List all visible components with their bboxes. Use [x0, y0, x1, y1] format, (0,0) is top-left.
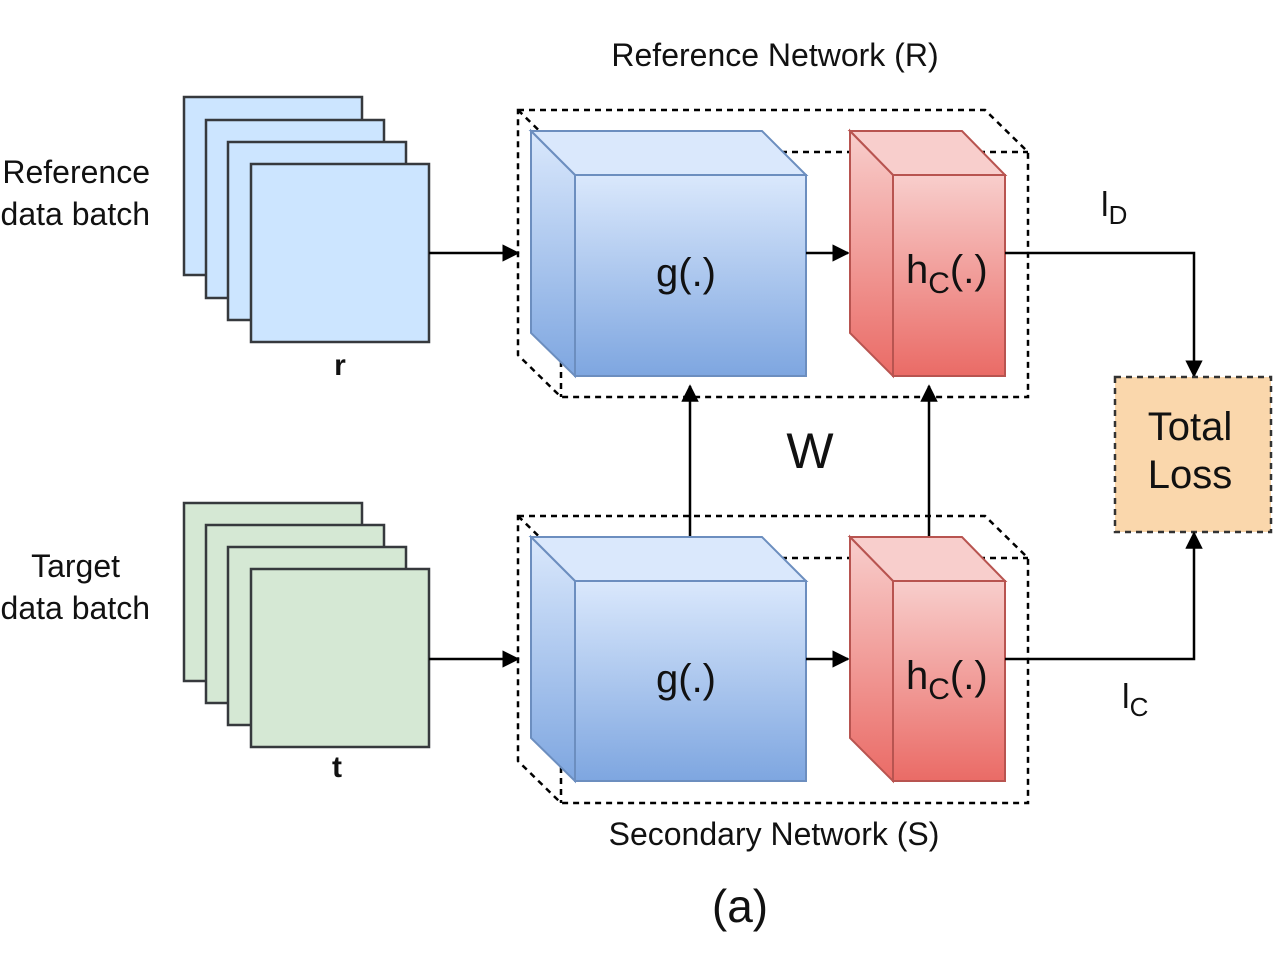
connector-lc-to-total-loss — [1005, 531, 1203, 661]
loss-ld-label: lD — [1101, 186, 1127, 230]
total-loss-label-line1: Total — [1148, 405, 1233, 449]
g-block-reference — [528, 128, 809, 379]
h-function-label-secondary: hC(.) — [906, 654, 988, 706]
target-batch-label-line1: Target — [31, 548, 120, 584]
total-loss-label-line2: Loss — [1148, 453, 1233, 497]
loss-lc-label: lC — [1122, 678, 1148, 722]
reference-batch-r-label: r — [334, 349, 346, 382]
shared-weights-w-label: W — [786, 423, 834, 479]
connector-ld-to-total-loss — [1005, 251, 1203, 378]
h-block-secondary — [847, 534, 1008, 784]
g-function-label-secondary: g(.) — [656, 657, 716, 701]
h-function-label-reference: hC(.) — [906, 248, 988, 300]
g-block-secondary — [528, 534, 809, 784]
total-loss-box — [1113, 375, 1273, 534]
reference-network-title: Reference Network (R) — [611, 37, 938, 73]
secondary-network-title: Secondary Network (S) — [609, 816, 940, 852]
g-function-label-reference: g(.) — [656, 251, 716, 295]
figure-caption: (a) — [712, 880, 768, 932]
reference-data-batch-stack — [182, 95, 431, 344]
target-batch-label-line2: data batch — [1, 590, 150, 626]
target-batch-t-label: t — [332, 751, 342, 784]
reference-batch-label-line1: Reference — [2, 154, 150, 190]
target-data-batch-stack — [182, 501, 431, 749]
h-block-reference — [847, 128, 1008, 379]
reference-batch-label-line2: data batch — [1, 196, 150, 232]
